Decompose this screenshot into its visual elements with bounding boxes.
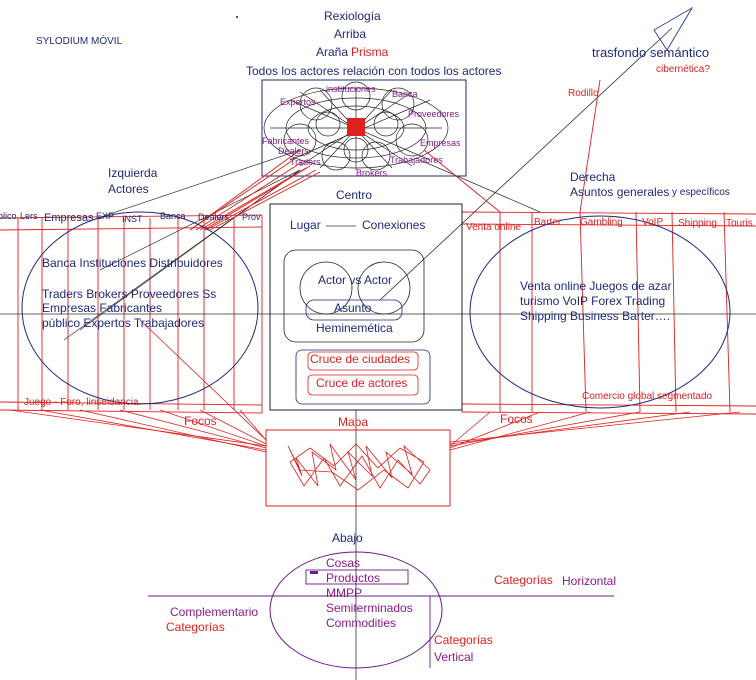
left-ellipse-line-1: Banca Instituciones Distribuidores	[42, 256, 223, 270]
hemi-box	[283, 249, 425, 343]
left-bar-empresas: Empresas	[44, 212, 94, 224]
productos-box	[305, 569, 409, 585]
left-bottom-label: Juego - Foro, linseidancia	[24, 397, 139, 408]
right-ellipse-line-3: Shipping Business Barter….	[520, 309, 671, 323]
center-asunto: Asunto	[334, 301, 372, 315]
left-bar-exp: EXP	[96, 211, 115, 221]
cruce-ciudades-box	[307, 351, 419, 371]
left-bar-prov: Prov	[242, 212, 261, 222]
center-actor-vs-actor: Actor vs Actor	[318, 273, 393, 287]
spider-banca: Banca	[392, 89, 418, 99]
left-heading-izquierda: Izquierda	[108, 166, 158, 180]
right-bar-venta: Venta online	[466, 222, 522, 233]
right-heading-derecha: Derecha	[570, 170, 616, 184]
right-bar-touris: Touris	[726, 218, 753, 229]
center-conexiones: Conexiones	[362, 218, 426, 232]
right-ellipse	[469, 215, 731, 409]
right-bar-barter: Barter	[534, 217, 562, 228]
actors-all-title: Todos los actores relación con todos los…	[246, 64, 502, 78]
categorias-right-label: Categorías	[494, 573, 553, 587]
cruce-outer-box	[295, 349, 431, 405]
title-prisma: Prisma	[351, 45, 389, 59]
right-bar-voip: VoIP	[642, 217, 664, 228]
left-ellipse-line-3: Empresas Fabricantes	[42, 301, 163, 315]
cyber-label: cibernética?	[656, 64, 710, 75]
spider-trabajadores: Trabajadores	[390, 155, 443, 165]
focus-lines	[9, 319, 741, 453]
title-rexiologia: Rexiología	[324, 9, 381, 23]
semantic-line	[379, 27, 673, 301]
right-bottom-label: Comercio global segmentado	[582, 391, 713, 402]
left-bar-banca: Banca	[160, 211, 186, 221]
bottom-item-mmpp: MMPP	[326, 586, 362, 600]
right-heading-especificos: y específicos	[672, 187, 730, 198]
complementario-label: Complementario	[170, 605, 259, 619]
actor-circle-left	[299, 261, 353, 315]
spider-connectors	[63, 149, 541, 341]
categorias-vertical-label: Categorías	[434, 633, 493, 647]
bottom-item-cosas: Cosas	[326, 556, 361, 570]
left-heading-actores: Actores	[108, 182, 149, 196]
asunto-box	[305, 299, 403, 321]
center-cruce-ciudades: Cruce de ciudades	[310, 352, 411, 366]
left-ellipse-line-4: público Expertos Trabajadores	[42, 316, 205, 330]
vertical-label: Vertical	[434, 650, 474, 664]
right-ellipse-line-1: Venta online Juegos de azar	[520, 279, 672, 293]
right-heading-asuntos: Asuntos generales	[570, 185, 670, 199]
spider-proveedores: Proveedores	[408, 109, 460, 119]
spider-fabricantes: Fabricantes	[262, 136, 310, 146]
title-arriba: Arriba	[334, 27, 367, 41]
spider-box	[261, 79, 467, 177]
right-bar-gambling: Gambling	[580, 217, 623, 228]
center-cruce-actores: Cruce de actores	[316, 376, 408, 390]
prism-square	[347, 118, 365, 136]
left-bar-lers: Lers	[20, 211, 38, 221]
left-focos: Focos	[184, 414, 217, 428]
spider-instituciones: instituciones	[326, 84, 376, 94]
left-bar-dealers: Dealers	[198, 212, 230, 222]
spider-brokers: Brokers	[356, 168, 388, 178]
title-arana: Araña	[316, 45, 349, 59]
center-heading: Centro	[336, 188, 373, 202]
dot-mark	[236, 16, 238, 18]
left-ellipse	[21, 211, 259, 405]
map-scribble	[287, 443, 431, 491]
map-box	[265, 429, 451, 507]
bottom-heading: Abajo	[332, 531, 363, 545]
left-bar-publico: público	[0, 211, 17, 221]
center-heminemetica: Heminemética	[316, 321, 393, 335]
rodillo-label: Rodillo	[568, 88, 599, 99]
categorias-left-label: Categorías	[166, 620, 225, 634]
right-ellipse-line-2: turismo VoIP Forex Trading	[520, 294, 666, 308]
bottom-ellipse	[269, 551, 443, 669]
bottom-item-commodities: Commodities	[326, 616, 397, 630]
semantic-label: trasfondo semántico	[592, 45, 710, 60]
spider-dealers: Dealers	[278, 146, 310, 156]
center-box	[269, 203, 463, 411]
spider-empresas: Empresas	[420, 138, 461, 148]
right-bar-shipping: Shipping	[678, 218, 717, 229]
productos-marker	[310, 571, 318, 574]
center-mapa: Mapa	[338, 415, 369, 429]
left-bar-inst: INST	[122, 214, 143, 224]
triangle-shape	[653, 6, 694, 51]
bottom-item-semiterminados: Semiterminados	[326, 601, 413, 615]
red-connectors	[189, 79, 601, 231]
center-lugar: Lugar	[290, 218, 321, 232]
right-focos: Focos	[500, 412, 533, 426]
cruce-actores-box	[307, 374, 419, 396]
spider-expertos: Expertos	[280, 97, 316, 107]
brand-label: SYLODIUM MÓVIL	[36, 36, 123, 47]
spider-traders: Traders	[290, 157, 321, 167]
left-ellipse-line-2: Traders Brokers Proveedores Ss	[42, 287, 217, 301]
horizontal-label: Horizontal	[562, 574, 617, 588]
bottom-item-productos: Productos	[326, 571, 381, 585]
actor-circle-right	[357, 261, 411, 315]
